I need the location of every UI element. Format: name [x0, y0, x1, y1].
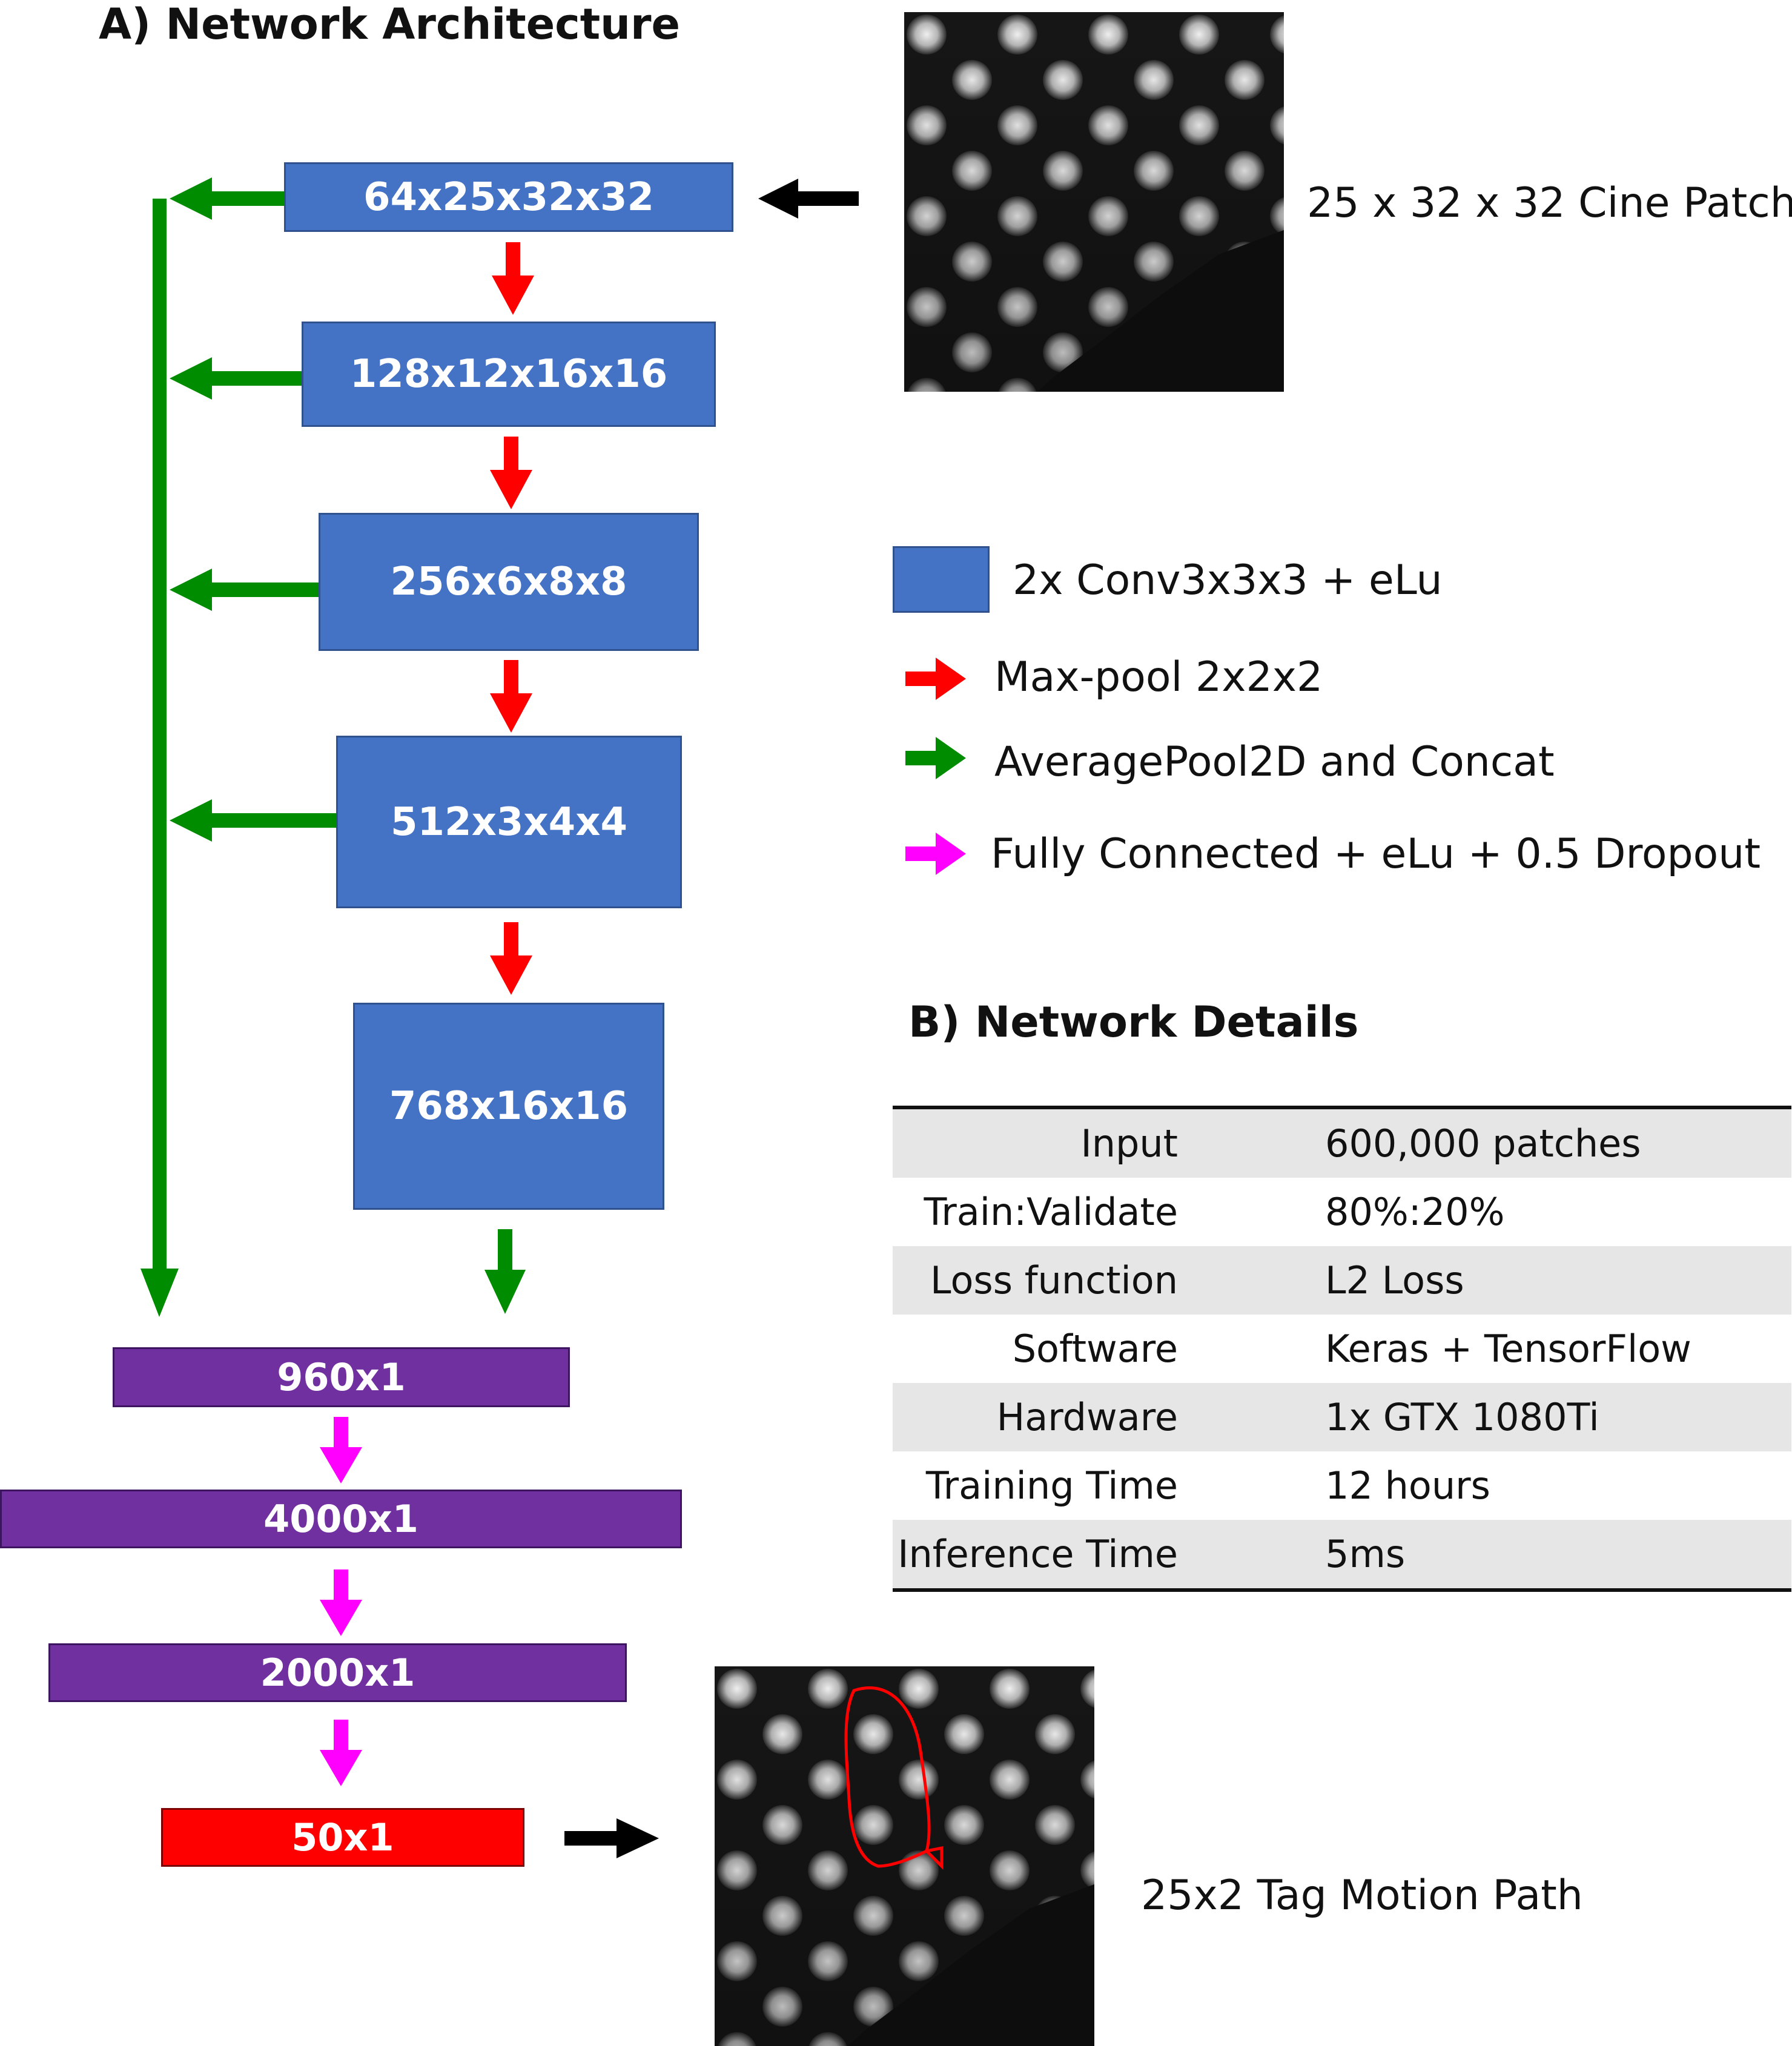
input-label: 25 x 32 x 32 Cine Patch — [1307, 179, 1792, 227]
conv-block-4: 512x3x4x4 — [336, 736, 682, 908]
output-motion-path-image — [715, 1666, 1094, 2046]
section-a-title: A) Network Architecture — [99, 0, 681, 49]
table-row: Train:Validate 80%:20% — [893, 1178, 1791, 1246]
legend-conv-text: 2x Conv3x3x3 + eLu — [1013, 556, 1443, 604]
output-block: 50x1 — [161, 1808, 524, 1867]
section-b-title: B) Network Details — [908, 997, 1359, 1047]
input-cine-patch-image — [904, 12, 1284, 392]
output-label: 25x2 Tag Motion Path — [1141, 1872, 1583, 1919]
table-row: Training Time 12 hours — [893, 1451, 1791, 1520]
maxpool-arrows — [490, 242, 534, 995]
motion-path-trace — [844, 1686, 944, 1870]
legend-markers — [905, 658, 966, 875]
fc-block-2: 4000x1 — [0, 1490, 682, 1548]
output-arrow — [564, 1818, 659, 1858]
table-value: 1x GTX 1080Ti — [1325, 1395, 1599, 1439]
table-row: Hardware 1x GTX 1080Ti — [893, 1383, 1791, 1451]
fc-block-3: 2000x1 — [48, 1643, 627, 1702]
table-row: Loss function L2 Loss — [893, 1246, 1791, 1315]
table-key: Train:Validate — [924, 1190, 1179, 1234]
table-key: Loss function — [930, 1258, 1178, 1302]
legend-fc-text: Fully Connected + eLu + 0.5 Dropout — [991, 830, 1761, 878]
avgpool-trunk-arrow — [141, 199, 179, 1317]
avgpool-arrow-final — [484, 1229, 526, 1314]
fc-block-1: 960x1 — [113, 1347, 570, 1407]
table-row: Input 600,000 patches — [893, 1109, 1791, 1178]
table-value: 5ms — [1325, 1532, 1406, 1576]
table-key: Training Time — [925, 1464, 1178, 1508]
table-value: 600,000 patches — [1325, 1121, 1641, 1166]
table-row: Inference Time 5ms — [893, 1520, 1791, 1588]
avgpool-arrows — [170, 177, 337, 842]
conv-block-3: 256x6x8x8 — [319, 513, 699, 651]
table-key: Input — [1080, 1121, 1178, 1166]
legend-conv-swatch — [893, 546, 990, 613]
legend-avgpool-text: AveragePool2D and Concat — [994, 738, 1555, 786]
table-key: Hardware — [996, 1395, 1178, 1439]
conv-block-1: 64x25x32x32 — [284, 162, 733, 232]
table-key: Software — [1012, 1327, 1178, 1371]
fc-arrows — [320, 1417, 362, 1786]
table-value: 12 hours — [1325, 1464, 1490, 1508]
table-value: 80%:20% — [1325, 1190, 1505, 1234]
table-value: Keras + TensorFlow — [1325, 1327, 1691, 1371]
table-top-rule — [893, 1106, 1791, 1109]
input-arrow — [758, 179, 859, 219]
legend-maxpool-text: Max-pool 2x2x2 — [994, 653, 1323, 701]
table-row: Software Keras + TensorFlow — [893, 1315, 1791, 1383]
table-key: Inference Time — [898, 1532, 1178, 1576]
table-value: L2 Loss — [1325, 1258, 1464, 1302]
table-bottom-rule — [893, 1588, 1791, 1592]
conv-block-2: 128x12x16x16 — [302, 322, 716, 427]
conv-block-5: 768x16x16 — [353, 1003, 664, 1210]
